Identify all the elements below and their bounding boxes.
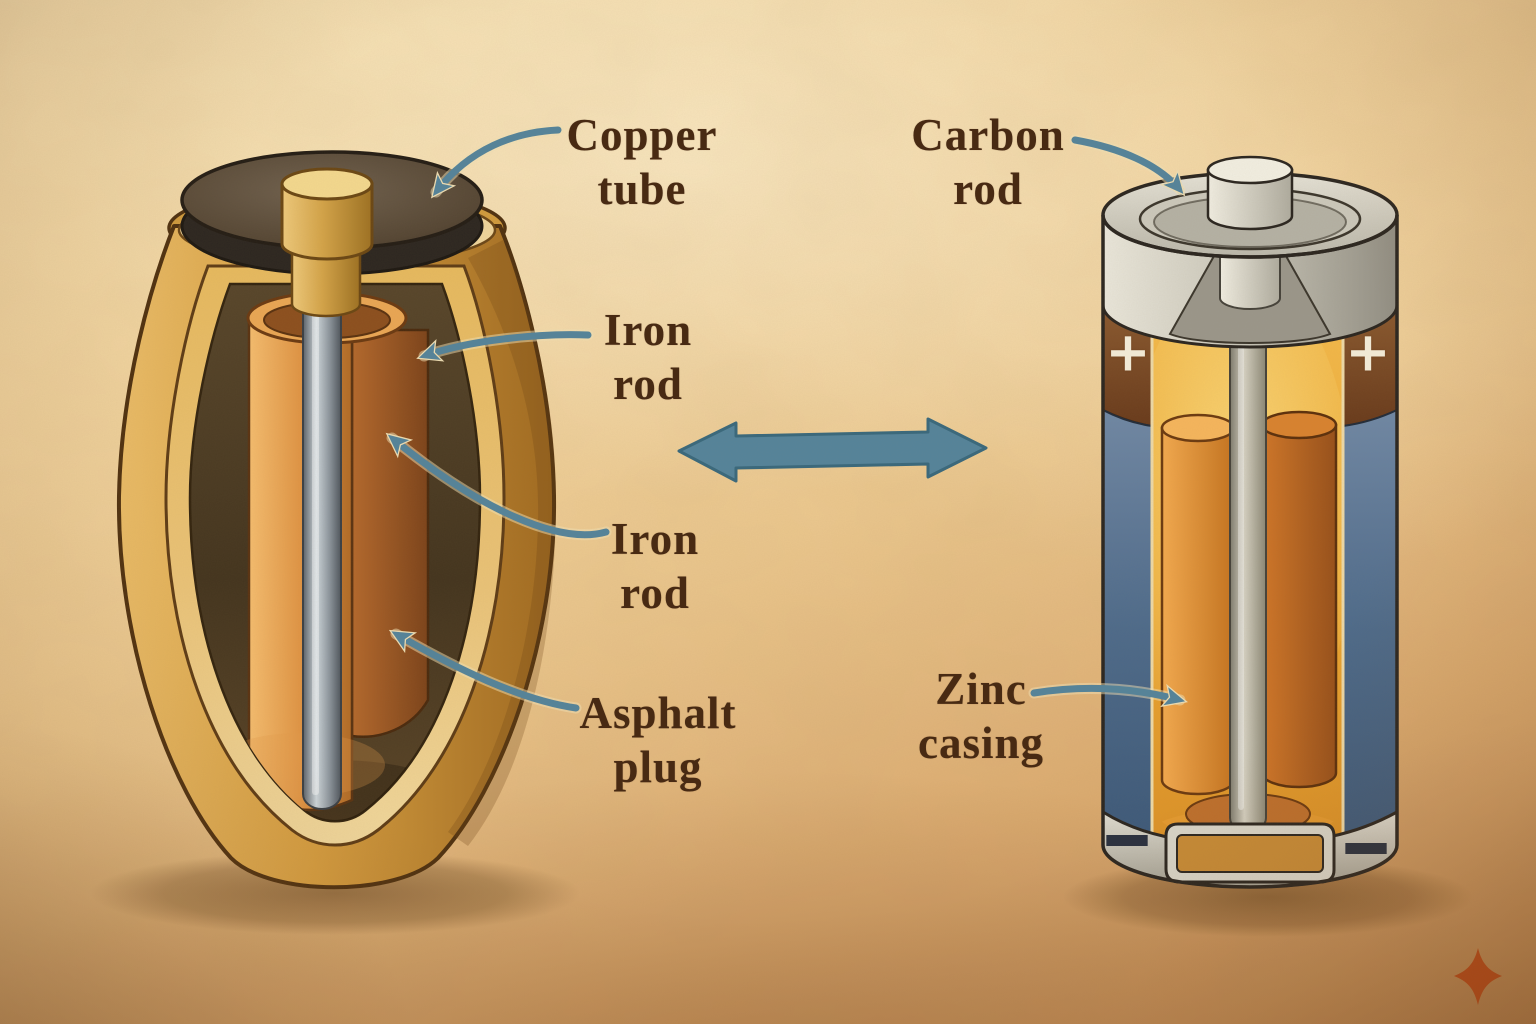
label-zinc-casing: Zinc casing	[831, 662, 1131, 770]
label-line: tube	[597, 164, 687, 214]
label-line: Iron	[610, 514, 700, 564]
label-line: Carbon	[911, 110, 1065, 160]
label-line: Iron	[603, 305, 693, 355]
label-copper-tube: Copper tube	[512, 108, 772, 216]
label-line: Copper	[566, 110, 718, 160]
label-line: rod	[953, 164, 1023, 214]
label-line: Asphalt	[579, 688, 737, 738]
label-iron-rod-upper: Iron rod	[518, 303, 778, 411]
minus-symbol-left: −	[1099, 782, 1155, 894]
plus-symbol-right: +	[1345, 320, 1391, 384]
label-carbon-rod: Carbon rod	[848, 108, 1128, 216]
label-line: Zinc	[935, 664, 1027, 714]
label-line: rod	[613, 359, 683, 409]
label-line: plug	[613, 742, 703, 792]
label-line: rod	[620, 568, 690, 618]
plus-symbol-left: +	[1105, 320, 1151, 384]
label-line: casing	[917, 718, 1044, 768]
label-iron-rod-lower: Iron rod	[525, 512, 785, 620]
minus-symbol-right: −	[1338, 790, 1394, 902]
label-asphalt-plug: Asphalt plug	[508, 686, 808, 794]
